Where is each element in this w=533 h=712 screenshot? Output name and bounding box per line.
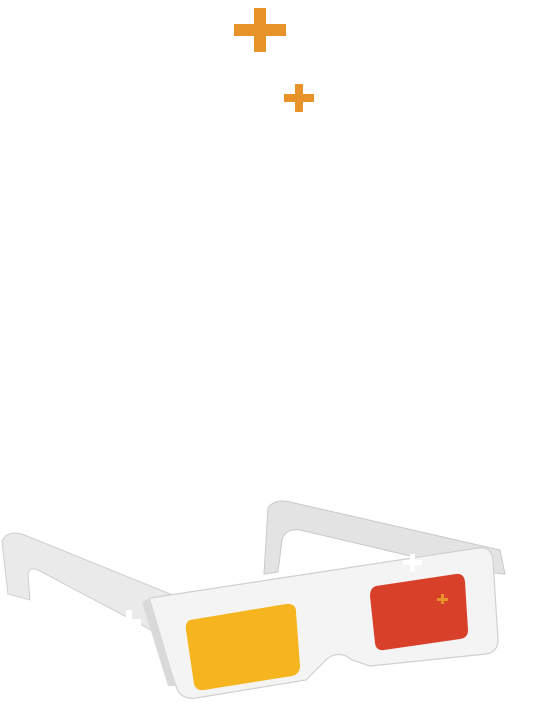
small-plus-icon xyxy=(284,84,314,112)
large-plus-icon xyxy=(234,8,286,52)
3d-glasses-icon xyxy=(0,490,533,712)
